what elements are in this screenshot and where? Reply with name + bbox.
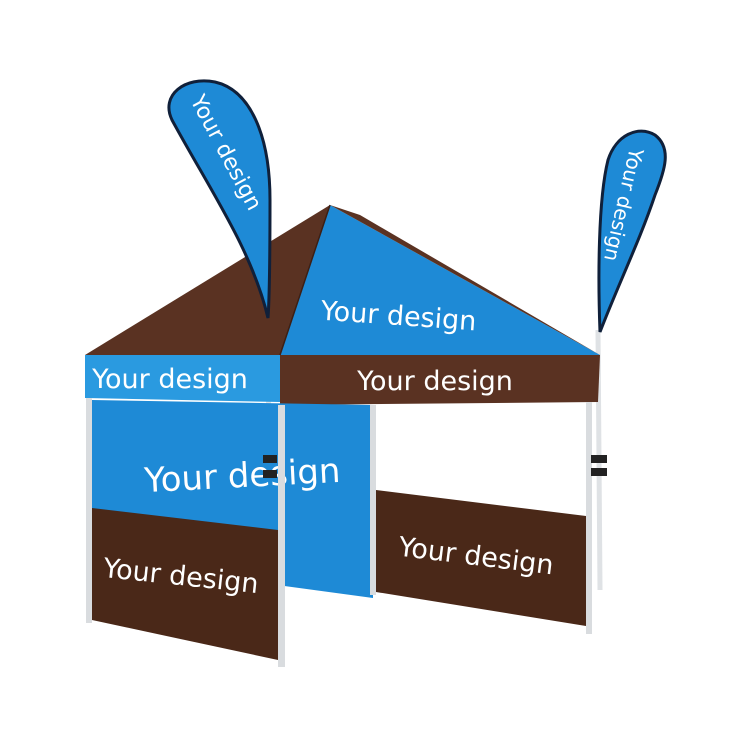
left-teardrop-flag xyxy=(167,79,272,319)
left-flag-clamp xyxy=(263,455,277,463)
right-flag-clamp-2 xyxy=(591,468,607,476)
leg-front-left xyxy=(86,398,92,623)
roof-ridge xyxy=(279,204,331,356)
half-wall-right xyxy=(376,490,586,626)
valance-left-label: Your design xyxy=(91,364,248,395)
valance-front xyxy=(280,355,600,405)
leg-back-center xyxy=(370,405,376,595)
valance-left xyxy=(85,355,280,402)
right-flag-clamp xyxy=(591,455,607,463)
half-wall-left xyxy=(92,508,278,660)
roof-front-panel xyxy=(280,205,600,355)
leg-front-right xyxy=(586,402,592,634)
valance-front-label: Your design xyxy=(356,366,513,397)
roof-right-panel xyxy=(330,205,600,355)
leg-front-center xyxy=(278,405,285,667)
right-teardrop-flag xyxy=(597,129,667,333)
left-flag-clamp-2 xyxy=(263,470,277,478)
